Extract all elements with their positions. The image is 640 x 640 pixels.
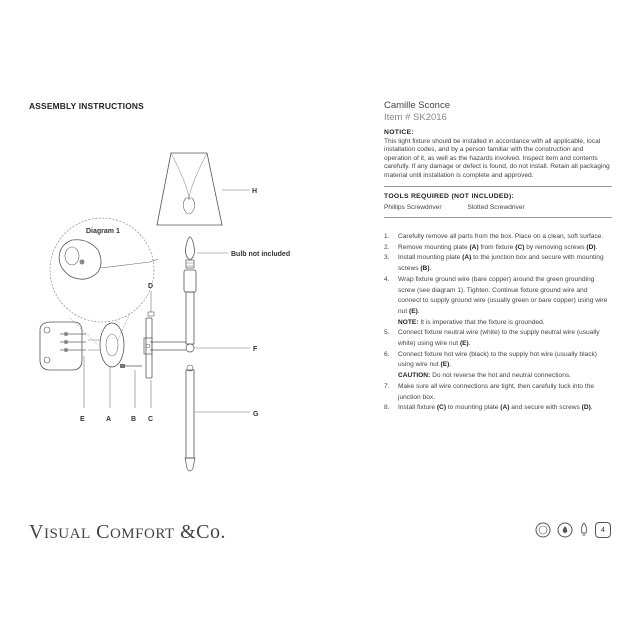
- screw-b-part: [120, 364, 142, 368]
- step-number: 7.: [384, 382, 390, 390]
- bulb-part: [185, 236, 195, 269]
- divider: [384, 186, 612, 188]
- step-number: 8.: [384, 404, 390, 412]
- bulb-icon: [580, 522, 588, 536]
- damp-rated-icon: [557, 522, 573, 538]
- mounting-plate-part: [88, 322, 125, 368]
- step-item: 5. Connect fixture neutral wire (white) t…: [384, 328, 612, 349]
- label-e: E: [80, 416, 85, 423]
- step-note: NOTE: It is imperative that the fixture …: [398, 318, 545, 326]
- item-number: Item # SK2016: [384, 112, 447, 123]
- backplate-part: [145, 317, 153, 379]
- notice-title: NOTICE:: [384, 129, 415, 136]
- tool-item: Slotted Screwdriver: [467, 204, 525, 212]
- step-item: 1. Carefully remove all parts from the bo…: [384, 232, 612, 243]
- step-item: 3. Install mounting plate (A) to the junc…: [384, 253, 612, 274]
- steps-list: 1. Carefully remove all parts from the bo…: [384, 232, 612, 414]
- step-text: Connect fixture neutral wire (white) to …: [398, 329, 600, 348]
- step-item: 2. Remove mounting plate (A) from fixture…: [384, 243, 612, 254]
- step-number: 2.: [384, 243, 390, 251]
- step-item: 4. Wrap fixture ground wire (bare copper)…: [384, 275, 612, 329]
- step-text: Wrap fixture ground wire (bare copper) a…: [398, 275, 608, 315]
- label-f: F: [253, 346, 258, 353]
- step-item: 8. Install fixture (C) to mounting plate …: [384, 403, 612, 414]
- tools-title: TOOLS REQUIRED (NOT INCLUDED):: [384, 193, 515, 201]
- tool-item: Phillips Screwdriver: [384, 204, 442, 212]
- step-text: Make sure all wire connections are tight…: [398, 382, 595, 401]
- label-bulb: Bulb not included: [231, 251, 290, 258]
- label-b: B: [131, 416, 136, 423]
- step-number: 6.: [384, 350, 390, 358]
- brand-logo: VISUAL COMFORT &Co.: [29, 521, 226, 543]
- notice-text: This light fixture should be installed i…: [384, 138, 610, 179]
- step-text: Install fixture (C) to mounting plate (A…: [398, 404, 593, 412]
- label-h: H: [252, 188, 257, 195]
- instructions-column: Camille Sconce Item # SK2016 NOTICE: Thi…: [384, 100, 612, 414]
- arm-part: [143, 337, 186, 355]
- step-text: Carefully remove all parts from the box.…: [398, 233, 604, 241]
- step-text: Connect fixture hot wire (black) to the …: [398, 350, 597, 369]
- tools-list: Phillips Screwdriver Slotted Screwdriver: [384, 204, 612, 211]
- label-g: G: [253, 411, 259, 418]
- product-name: Camille Sconce: [384, 100, 450, 111]
- assembly-heading: ASSEMBLY INSTRUCTIONS: [29, 101, 144, 111]
- shade-part: [156, 152, 223, 226]
- junction-box-part: [39, 321, 86, 371]
- divider: [384, 217, 612, 219]
- step-number: 5.: [384, 329, 390, 337]
- step-item: 7. Make sure all wire connections are tig…: [384, 382, 612, 403]
- label-d: D: [148, 283, 153, 290]
- step-note: CAUTION: Do not reverse the hot and neut…: [398, 372, 571, 380]
- step-text: Install mounting plate (A) to the juncti…: [398, 254, 604, 273]
- rod-part: [184, 364, 196, 472]
- screw-d-part: [147, 291, 155, 317]
- step-number: 3.: [384, 254, 390, 262]
- certification-icons: 4: [535, 522, 611, 538]
- etl-listed-icon: [535, 522, 551, 538]
- socket-part: [183, 269, 197, 353]
- label-c: C: [148, 416, 153, 423]
- step-text: Remove mounting plate (A) from fixture (…: [398, 243, 598, 251]
- diagram1-callout: [49, 217, 159, 346]
- step-number: 4.: [384, 275, 390, 283]
- label-diagram1: Diagram 1: [86, 228, 120, 235]
- label-a: A: [106, 416, 111, 423]
- step-item: 6. Connect fixture hot wire (black) to th…: [384, 350, 612, 382]
- page-number: 4: [595, 522, 611, 538]
- step-number: 1.: [384, 233, 390, 241]
- assembly-diagram: H Bulb not included F G D: [39, 152, 290, 472]
